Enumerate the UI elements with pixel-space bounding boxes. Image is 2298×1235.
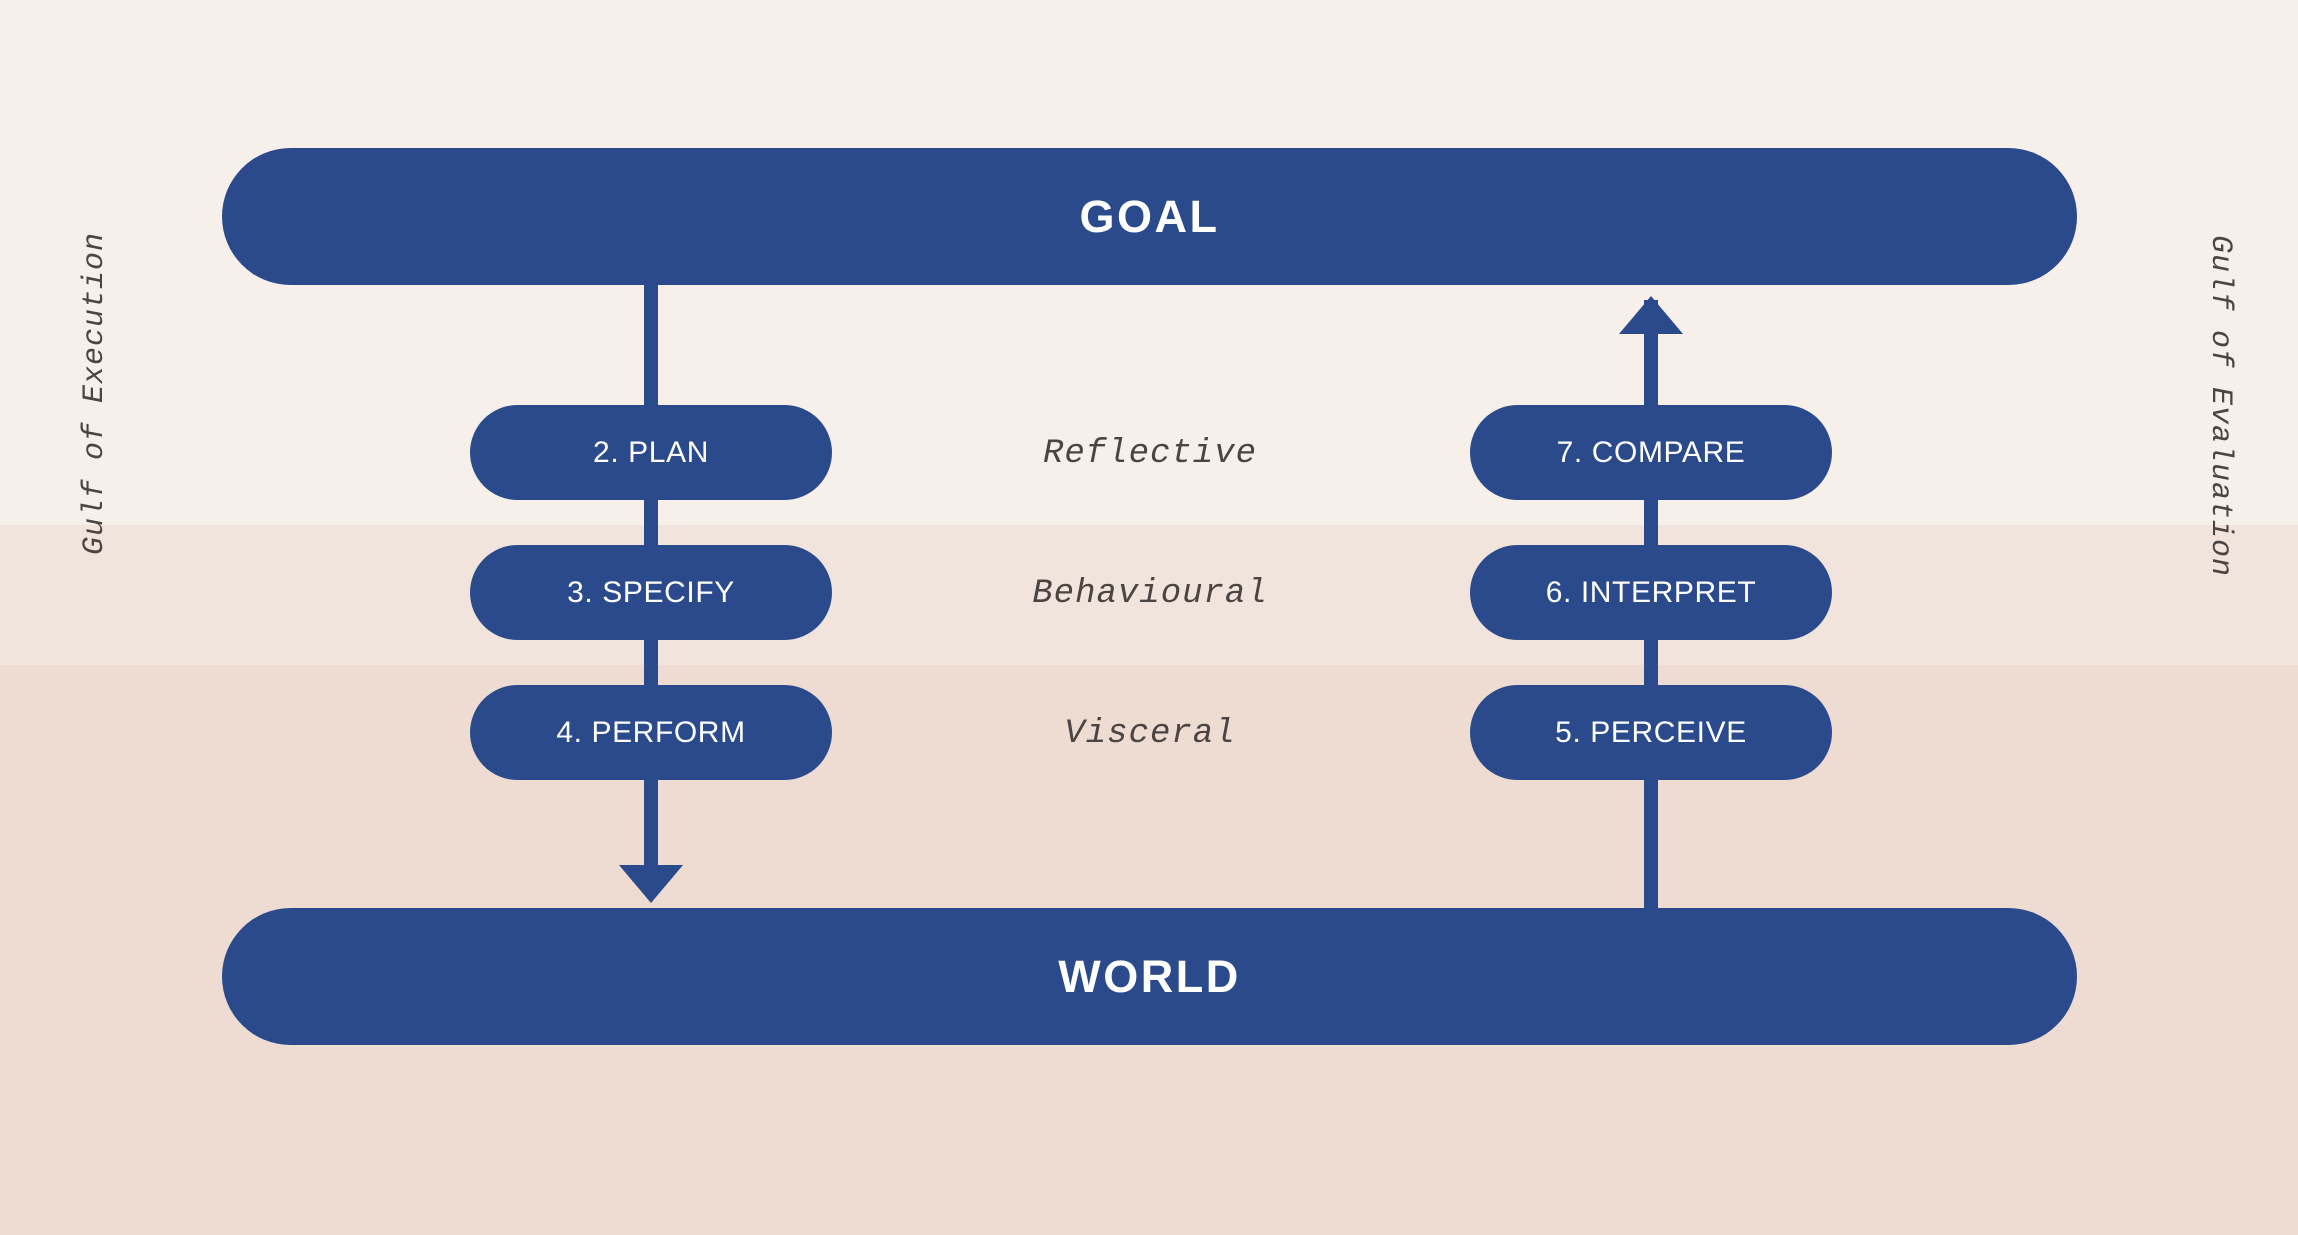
step-specify[interactable]: 3. SPECIFY	[470, 545, 832, 640]
connector-plan-to-specify	[644, 495, 658, 550]
arrow-up-icon	[1619, 296, 1683, 334]
arrow-down-icon	[619, 865, 683, 903]
connector-interpret-to-compare	[1644, 495, 1658, 550]
step-plan-label: 2. PLAN	[593, 435, 709, 469]
step-plan[interactable]: 2. PLAN	[470, 405, 832, 500]
connector-specify-to-perform	[644, 635, 658, 690]
level-label-behavioural: Behavioural	[1032, 575, 1268, 613]
connector-goal-to-plan	[644, 280, 658, 410]
goal-bar[interactable]: GOAL	[222, 148, 2077, 285]
band-behavioural	[0, 525, 2298, 665]
step-specify-label: 3. SPECIFY	[567, 575, 735, 609]
step-perform-label: 4. PERFORM	[556, 715, 746, 749]
world-bar[interactable]: WORLD	[222, 908, 2077, 1045]
connector-world-line	[1644, 775, 1658, 915]
level-label-visceral: Visceral	[1064, 715, 1236, 753]
gulf-of-execution-label: Gulf of Execution	[78, 231, 112, 555]
step-interpret[interactable]: 6. INTERPRET	[1470, 545, 1832, 640]
world-label: WORLD	[1058, 950, 1241, 1002]
gulf-of-evaluation-label: Gulf of Evaluation	[2203, 235, 2237, 578]
connector-perform-to-world	[644, 775, 658, 870]
step-perform[interactable]: 4. PERFORM	[470, 685, 832, 780]
step-compare[interactable]: 7. COMPARE	[1470, 405, 1832, 500]
goal-label: GOAL	[1079, 190, 1220, 242]
connector-perceive-to-interpret	[1644, 635, 1658, 690]
level-label-reflective: Reflective	[1042, 435, 1258, 473]
step-compare-label: 7. COMPARE	[1556, 435, 1746, 469]
step-perceive-label: 5. PERCEIVE	[1555, 715, 1747, 749]
step-perceive[interactable]: 5. PERCEIVE	[1470, 685, 1832, 780]
step-interpret-label: 6. INTERPRET	[1545, 575, 1757, 609]
